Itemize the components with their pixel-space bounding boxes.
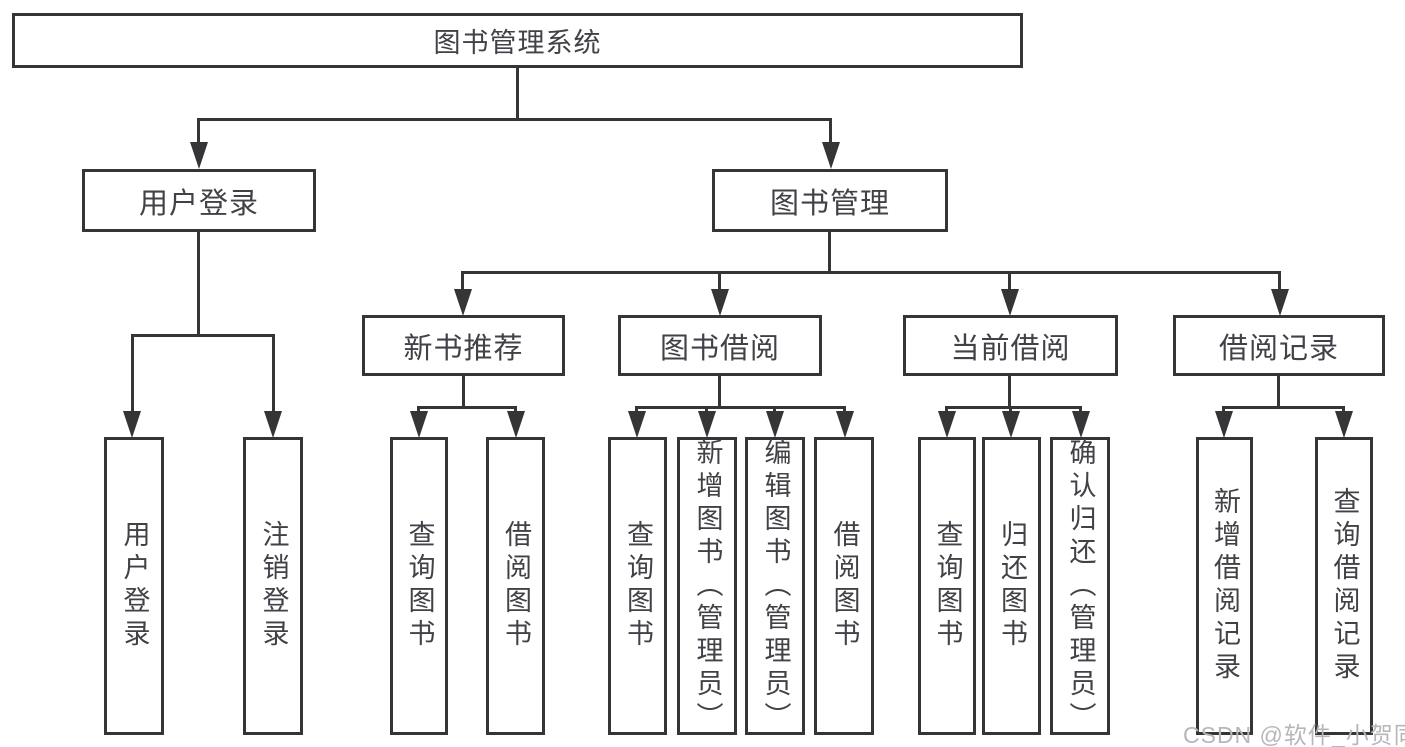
arrow-down-icon	[836, 411, 854, 438]
leaf-logout-label: 注销登录	[258, 520, 289, 652]
drop-line	[1222, 406, 1225, 414]
leaf-confirm-return-admin-label: 确认归还（管理员）	[1065, 437, 1096, 735]
drop-line	[1342, 406, 1345, 414]
arrow-down-icon	[454, 289, 472, 316]
arrow-down-icon	[1271, 289, 1289, 316]
trunk-line	[1277, 376, 1280, 409]
drop-line	[843, 406, 846, 414]
node-book-management: 图书管理	[712, 169, 948, 232]
drop-line	[197, 118, 200, 148]
leaf-edit-book-admin-label: 编辑图书（管理员）	[760, 437, 791, 735]
trunk-line	[516, 68, 519, 120]
node-book-management-label: 图书管理	[769, 187, 890, 220]
drop-line	[773, 406, 776, 414]
leaf-confirm-return-admin: 确认归还（管理员）	[1050, 437, 1110, 735]
drop-line	[417, 406, 420, 414]
leaf-query-book-borrow-label: 查询图书	[623, 520, 653, 652]
drop-line	[718, 271, 721, 293]
arrow-down-icon	[1335, 411, 1353, 438]
node-user-login-label: 用户登录	[138, 187, 259, 220]
leaf-query-borrow-record-label: 查询借阅记录	[1329, 487, 1360, 685]
drop-line	[829, 118, 832, 148]
node-root-label: 图书管理系统	[433, 28, 602, 58]
drop-line	[635, 406, 638, 414]
node-current-borrow: 当前借阅	[903, 315, 1118, 376]
leaf-borrow-book-recommend: 借阅图书	[486, 437, 545, 735]
drop-line	[1278, 271, 1281, 293]
arrow-down-icon	[766, 411, 784, 438]
drop-line	[1008, 271, 1011, 293]
drop-line	[945, 406, 948, 414]
arrow-down-icon	[123, 411, 141, 438]
leaf-edit-book-admin: 编辑图书（管理员）	[745, 437, 805, 735]
branch-bar	[1222, 406, 1345, 409]
arrow-down-icon	[711, 289, 729, 316]
leaf-logout: 注销登录	[243, 437, 303, 735]
leaf-query-book-borrow: 查询图书	[608, 437, 667, 735]
arrow-down-icon	[1072, 411, 1090, 438]
arrow-down-icon	[190, 142, 208, 169]
leaf-return-book: 归还图书	[982, 437, 1041, 735]
arrow-down-icon	[264, 411, 282, 438]
arrow-down-icon	[1001, 289, 1019, 316]
branch-bar	[945, 406, 1082, 409]
leaf-add-borrow-record-label: 新增借阅记录	[1210, 487, 1240, 685]
leaf-borrow-book-recommend-label: 借阅图书	[501, 520, 531, 652]
node-user-login: 用户登录	[82, 169, 316, 232]
leaf-add-book-admin-label: 新增图书（管理员）	[692, 437, 723, 735]
leaf-borrow-book-label: 借阅图书	[829, 520, 860, 652]
arrow-down-icon	[938, 411, 956, 438]
drop-line	[131, 334, 134, 414]
branch-bar	[635, 406, 846, 409]
leaf-query-book-recommend-label: 查询图书	[404, 520, 435, 652]
drop-line	[461, 271, 464, 293]
node-borrow-records: 借阅记录	[1173, 315, 1385, 376]
leaf-add-book-admin: 新增图书（管理员）	[677, 437, 737, 735]
drop-line	[705, 406, 708, 414]
node-new-book-recommend-label: 新书推荐	[403, 332, 524, 365]
drop-line	[1079, 406, 1082, 414]
leaf-user-login: 用户登录	[104, 437, 164, 735]
leaf-user-login-label: 用户登录	[119, 520, 150, 652]
arrow-down-icon	[1002, 411, 1020, 438]
drop-line	[1009, 406, 1012, 414]
drop-line	[272, 334, 275, 414]
csdn-watermark: CSDN @软件_小贺同学	[1183, 722, 1405, 747]
arrow-down-icon	[698, 411, 716, 438]
branch-bar	[131, 334, 275, 337]
leaf-return-book-label: 归还图书	[997, 520, 1027, 652]
leaf-query-book-current: 查询图书	[918, 437, 976, 735]
leaf-borrow-book: 借阅图书	[814, 437, 874, 735]
trunk-line	[828, 232, 831, 274]
node-book-borrow: 图书借阅	[618, 315, 822, 376]
trunk-line	[462, 376, 465, 409]
branch-bar	[417, 406, 517, 409]
leaf-query-book-recommend: 查询图书	[390, 437, 448, 735]
leaf-query-book-current-label: 查询图书	[932, 520, 963, 652]
branch-bar	[461, 271, 1281, 274]
node-root: 图书管理系统	[12, 13, 1023, 68]
node-borrow-records-label: 借阅记录	[1218, 332, 1339, 365]
arrow-down-icon	[1215, 411, 1233, 438]
trunk-line	[718, 376, 721, 409]
node-current-borrow-label: 当前借阅	[950, 332, 1071, 365]
trunk-line	[1008, 376, 1011, 409]
arrow-down-icon	[410, 411, 428, 438]
arrow-down-icon	[507, 411, 525, 438]
drop-line	[514, 406, 517, 414]
leaf-add-borrow-record: 新增借阅记录	[1196, 437, 1253, 735]
branch-bar	[197, 118, 832, 121]
leaf-query-borrow-record: 查询借阅记录	[1315, 437, 1373, 735]
node-book-borrow-label: 图书借阅	[659, 332, 780, 365]
node-new-book-recommend: 新书推荐	[362, 315, 565, 376]
trunk-line	[197, 232, 200, 337]
arrow-down-icon	[628, 411, 646, 438]
arrow-down-icon	[822, 142, 840, 169]
